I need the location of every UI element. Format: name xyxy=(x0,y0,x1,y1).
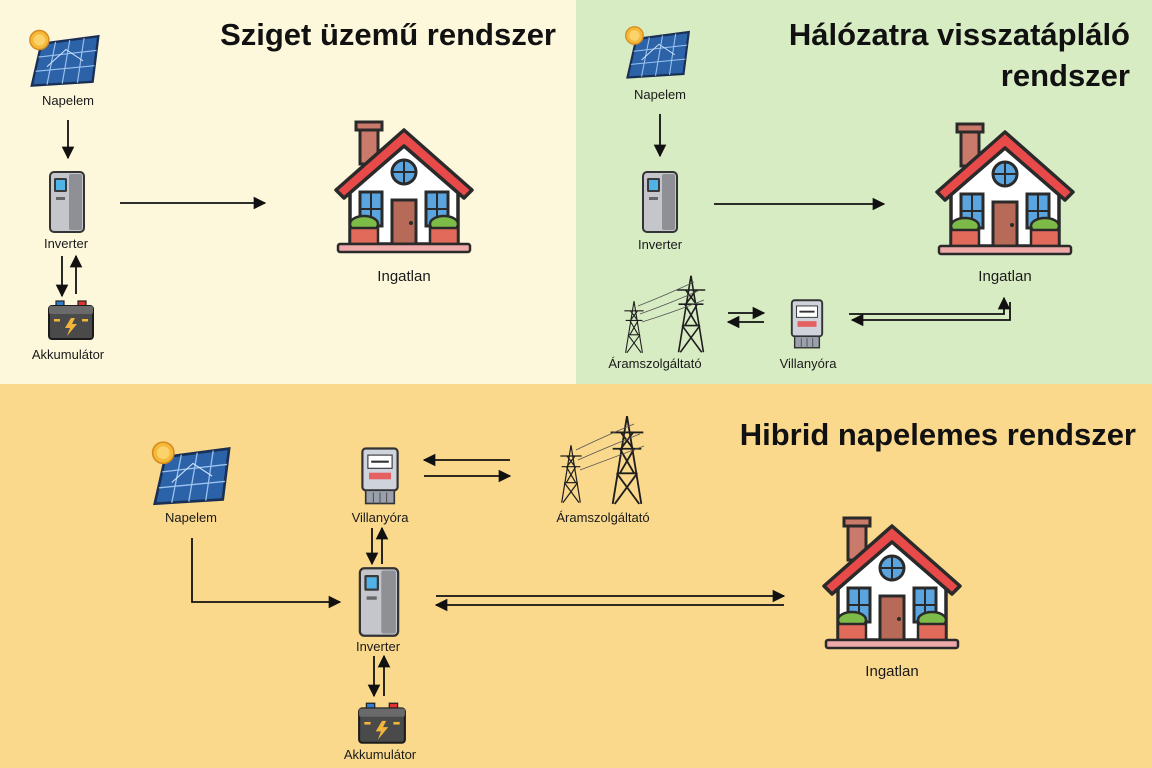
grid-meter-label: Villanyóra xyxy=(779,356,837,371)
offgrid-battery-label: Akkumulátor xyxy=(31,347,105,362)
grid-utility-label: Áramszolgáltató xyxy=(608,356,702,371)
offgrid-flow-arrows xyxy=(55,120,267,298)
grid-power-lines xyxy=(637,281,705,323)
grid-title: Hálózatra visszatápláló rendszer xyxy=(789,14,1130,96)
hybrid-utility-label: Áramszolgáltató xyxy=(556,510,650,525)
offgrid-panel-label: Napelem xyxy=(41,93,95,108)
hybrid-system-panel: Hibrid napelemes rendszer Napelem Villan… xyxy=(0,384,1152,768)
hybrid-power-lines xyxy=(575,423,645,471)
grid-house-label: Ingatlan xyxy=(978,268,1032,285)
hybrid-inverter-label: Inverter xyxy=(355,639,401,654)
offgrid-house-label: Ingatlan xyxy=(377,268,431,285)
offgrid-inverter-label: Inverter xyxy=(43,236,89,251)
hybrid-panel-label: Napelem xyxy=(164,510,218,525)
hybrid-meter-label: Villanyóra xyxy=(351,510,409,525)
hybrid-battery-label: Akkumulátor xyxy=(343,747,417,762)
grid-flow-arrows xyxy=(653,114,1011,329)
grid-title-line1: Hálózatra visszatápláló xyxy=(788,17,1130,52)
grid-panel-label: Napelem xyxy=(633,87,687,102)
grid-title-line2: rendszer xyxy=(1000,58,1130,93)
offgrid-title: Sziget üzemű rendszer xyxy=(220,17,556,52)
offgrid-system-panel: Sziget üzemű rendszer Napelem Inverter A… xyxy=(0,0,576,384)
hybrid-flow-arrows xyxy=(191,453,786,698)
grid-tie-system-panel: Hálózatra visszatápláló rendszer Napelem… xyxy=(576,0,1152,384)
grid-inverter-label: Inverter xyxy=(637,237,683,252)
hybrid-house-label: Ingatlan xyxy=(865,663,919,680)
hybrid-title: Hibrid napelemes rendszer xyxy=(739,417,1136,452)
